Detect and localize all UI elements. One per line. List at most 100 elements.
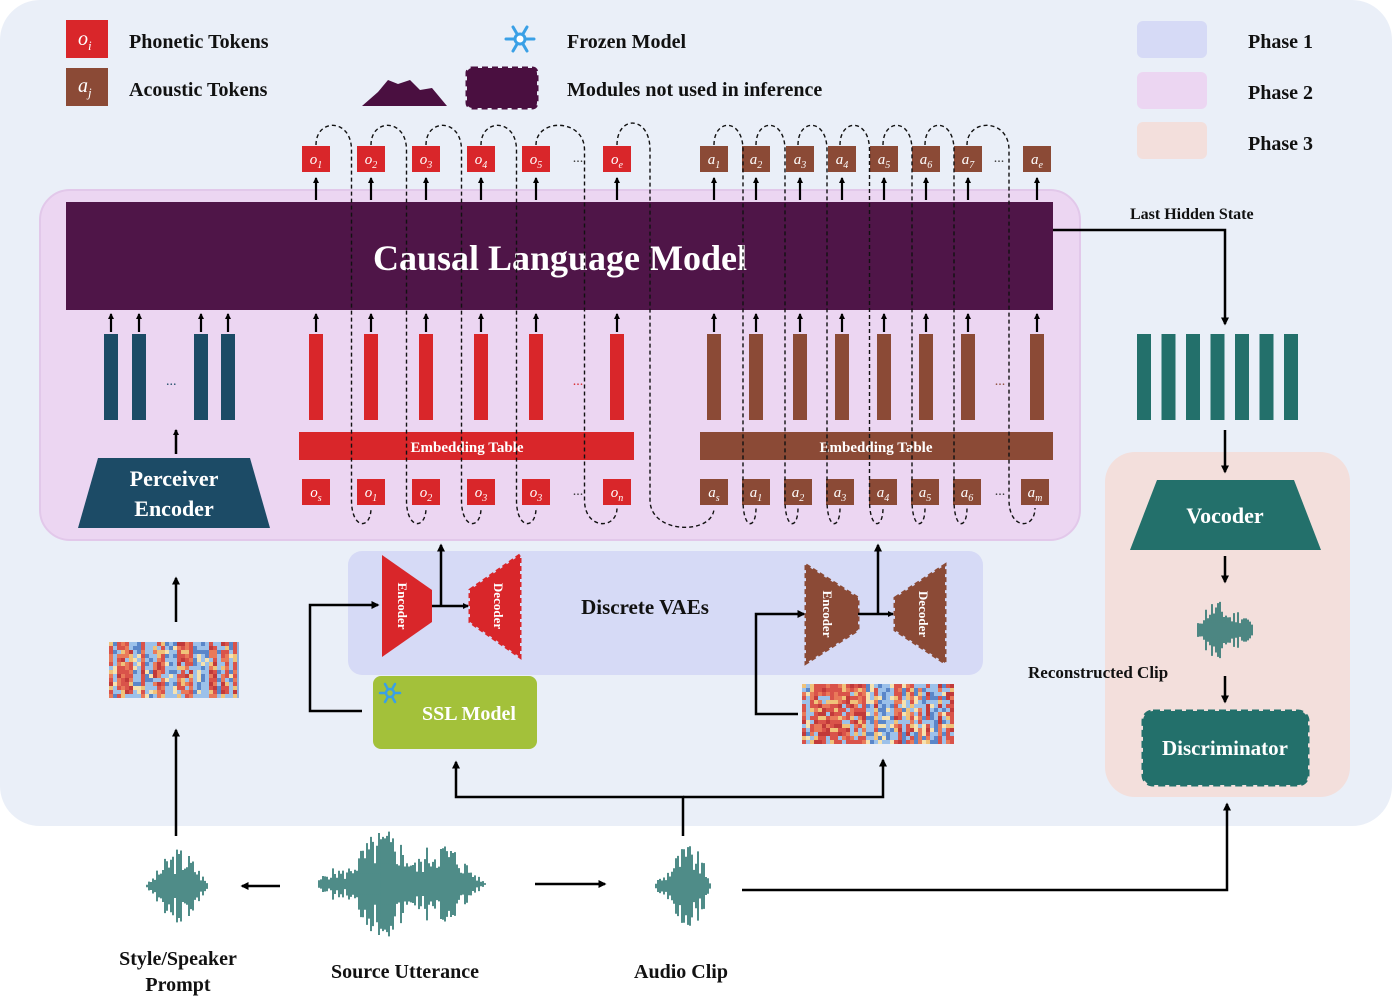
spectrogram-cell [874,716,878,720]
spectrogram-cell [117,678,121,682]
spectrogram-cell [946,688,950,692]
spectrogram-cell [181,686,185,690]
spectrogram-cell [205,670,209,674]
input-phonetic-token: os [302,479,330,505]
spectrogram-cell [113,654,117,658]
spectrogram-cell [149,662,153,666]
spectrogram-cell [898,708,902,712]
spectrogram-cell [173,678,177,682]
spectrogram-cell [133,690,137,694]
spectrogram-cell [161,662,165,666]
spectrogram-cell [169,682,173,686]
spectrogram-cell [830,736,834,740]
phonetic-embedding-bar [419,334,433,420]
spectrogram-cell [906,704,910,708]
spectrogram-cell [121,658,125,662]
spectrogram-cell [910,696,914,700]
spectrogram-cell [137,694,141,698]
spectrogram-cell [890,736,894,740]
spectrogram-cell [834,716,838,720]
spectrogram-cell [149,654,153,658]
ssl-to-vae-arrow [308,601,380,713]
spectrogram-cell [209,654,213,658]
spectrogram-cell [129,682,133,686]
spectrogram-cell [177,666,181,670]
spectrogram-cell [129,646,133,650]
acoustic-ar-loop [839,124,884,525]
spectrogram-cell [902,740,906,744]
spectrogram-cell [910,700,914,704]
spectrogram-cell [802,740,806,744]
spectrogram-cell [882,724,886,728]
spectrogram-cell [822,728,826,732]
spectrogram-cell [173,686,177,690]
spectrogram-cell [894,740,898,744]
spectrogram-cell [221,690,225,694]
spectrogram-cell [113,686,117,690]
spectrogram-cell [950,724,954,728]
spectrogram-cell [846,700,850,704]
spectrogram-cell [157,646,161,650]
output-acoustic-token: a3 [786,146,814,172]
spectrogram-cell [898,684,902,688]
spectrogram-cell [169,654,173,658]
spectrogram-cell [806,716,810,720]
spectrogram-cell [942,716,946,720]
spectrogram-cell [193,646,197,650]
spectrogram-cell [838,740,842,744]
spectrogram-cell [914,688,918,692]
spectrogram-cell [814,688,818,692]
spectrogram-cell [125,662,129,666]
spectrogram-cell [217,662,221,666]
spectrogram-cell [910,716,914,720]
perceiver-output-bars [104,313,235,420]
spectrogram-cell [934,720,938,724]
spectrogram-cell [918,684,922,688]
spectrogram-cell [217,670,221,674]
spectrogram-cell [950,740,954,744]
spectrogram-cell [898,740,902,744]
output-acoustic-token-label: a3 [794,152,807,171]
spectrogram-cell [113,694,117,698]
spectrogram-cell [165,646,169,650]
spectrogram-cell [113,646,117,650]
spectrogram-cell [814,732,818,736]
spectrogram-cell [205,642,209,646]
perceiver-label-line1: Perceiver [130,466,219,491]
spectrogram-cell [942,736,946,740]
spectrogram-cell [910,724,914,728]
hidden-state-bars [1137,334,1298,420]
spectrogram-cell [910,736,914,740]
spectrogram-cell [926,724,930,728]
spectrogram-cell [185,642,189,646]
spectrogram-cell [113,666,117,670]
spectrogram-cell [946,716,950,720]
spectrogram-cell [818,704,822,708]
spectrogram-cell [830,732,834,736]
spectrogram-cell [862,732,866,736]
spectrogram-cell [922,736,926,740]
spectrogram-cell [233,678,237,682]
hidden-state-bar [1235,334,1249,420]
spectrogram-cell [846,712,850,716]
spectrogram-cell [938,716,942,720]
spectrogram-cell [942,712,946,716]
spectrogram-cell [874,732,878,736]
input-acoustic-token-label: am [1028,485,1043,504]
spectrogram-cell [137,654,141,658]
spectrogram-cell [942,688,946,692]
spectrogram-cell [806,700,810,704]
input-acoustic-token: am [1021,479,1049,505]
legend-acoustic-symbol: aj [78,75,92,100]
spectrogram-cell [858,704,862,708]
spectrogram-cell [886,692,890,696]
spectrogram-cell [153,682,157,686]
spectrogram-cell [818,688,822,692]
input-phonetic-token-box [357,479,385,505]
spectrogram-cell [930,688,934,692]
spectrogram-cell [161,682,165,686]
spectrogram-cell [205,678,209,682]
spectrogram-cell [946,732,950,736]
spectrogram-cell [926,688,930,692]
spectrogram-cell [870,724,874,728]
